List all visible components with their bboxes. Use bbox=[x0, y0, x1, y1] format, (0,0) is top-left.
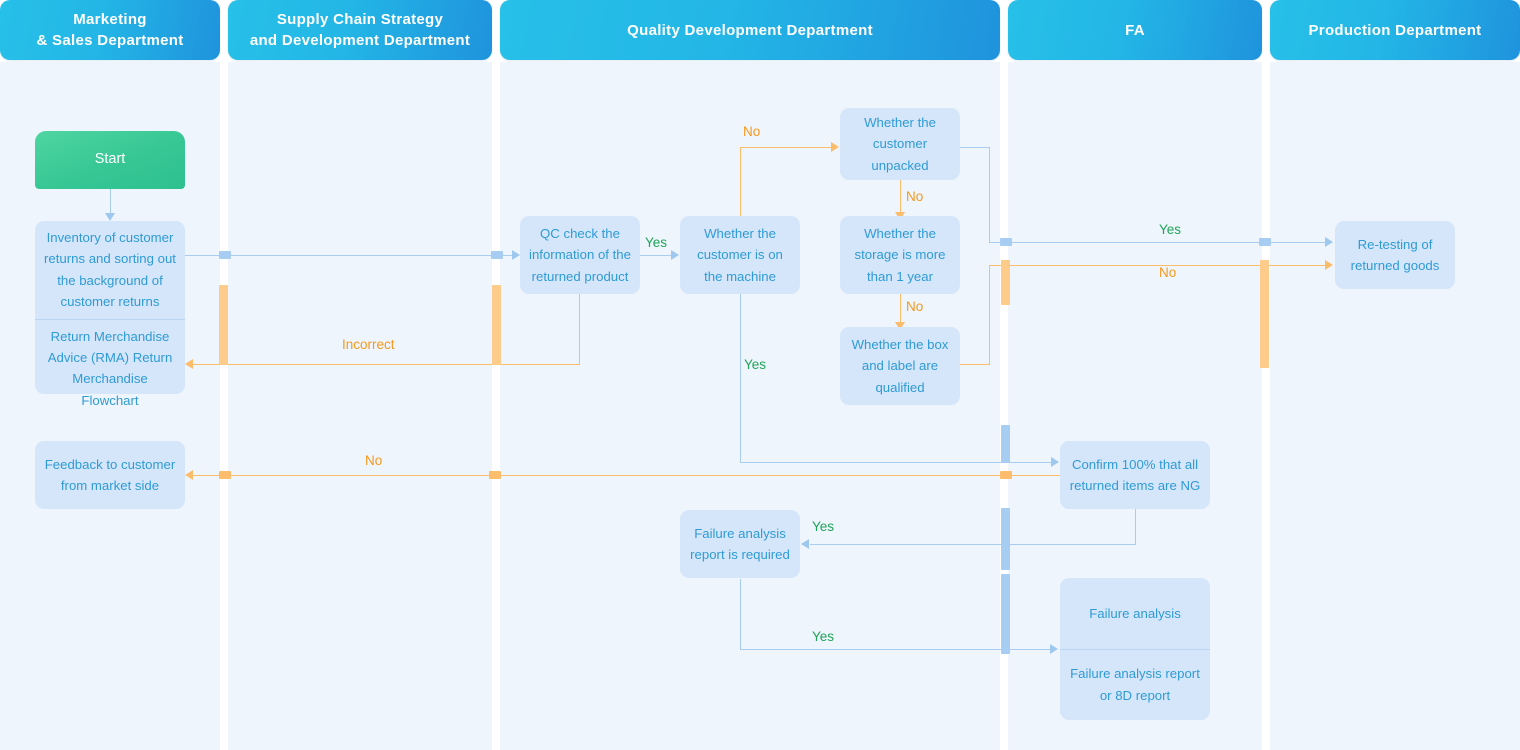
lane-crossing-marker bbox=[219, 471, 231, 479]
edge-label-incorrect: Incorrect bbox=[342, 337, 395, 352]
connector-qc-incorrect-left bbox=[192, 364, 580, 365]
connector-unpacked-yes-right bbox=[959, 147, 990, 148]
lane-header-fa: FA bbox=[1008, 0, 1262, 60]
arrowhead-qc-incorrect bbox=[185, 359, 193, 369]
node-label: Failure analysis report is required bbox=[690, 525, 790, 562]
connector-machine-no-right bbox=[740, 147, 832, 148]
node-failure-analysis-report-required[interactable]: Failure analysis report is required bbox=[680, 510, 800, 578]
node-re-testing-returned-goods[interactable]: Re-testing of returned goods bbox=[1335, 221, 1455, 289]
lane-crossing-marker bbox=[1000, 238, 1012, 246]
arrowhead-machine-no bbox=[831, 142, 839, 152]
lane-header-production: Production Department bbox=[1270, 0, 1520, 60]
connector-start-to-inventory bbox=[110, 188, 111, 214]
connector-machine-no-up bbox=[740, 147, 741, 221]
node-whether-storage-over-1-year[interactable]: Whether the storage is more than 1 year bbox=[840, 216, 960, 294]
edge-label-storage-no: No bbox=[906, 299, 924, 314]
lane-crossing-marker bbox=[1001, 425, 1010, 463]
arrowhead-inventory-to-qc bbox=[512, 250, 520, 260]
lane-crossing-marker bbox=[1260, 260, 1269, 368]
node-inventory-and-rma[interactable]: Inventory of customer returns and sortin… bbox=[35, 221, 185, 408]
connector-unpacked-yes-down bbox=[989, 147, 990, 242]
lane-crossing-marker bbox=[1259, 238, 1271, 246]
connector-machine-yes-right bbox=[740, 462, 1052, 463]
node-label: Whether the storage is more than 1 year bbox=[854, 225, 946, 284]
edge-label-feedback-no: No bbox=[365, 453, 383, 468]
node-label: QC check the information of the returned… bbox=[529, 225, 631, 284]
lane-crossing-marker bbox=[1001, 260, 1010, 305]
lane-title-line1: Production Department bbox=[1308, 21, 1482, 39]
connector-feedback-no bbox=[192, 475, 1060, 476]
lane-crossing-marker bbox=[492, 285, 501, 365]
node-qc-check[interactable]: QC check the information of the returned… bbox=[520, 216, 640, 294]
node-label: Confirm 100% that all returned items are… bbox=[1069, 456, 1201, 493]
lane-title-line1: Marketing bbox=[73, 11, 147, 28]
node-failure-analysis[interactable]: Failure analysis Failure analysis report… bbox=[1060, 578, 1210, 720]
connector-retest-yes bbox=[989, 242, 1329, 243]
connector-boxlabel-right bbox=[959, 364, 990, 365]
connector-retest-no bbox=[989, 265, 1329, 266]
connector-machine-yes-down bbox=[740, 289, 741, 463]
lane-header-supplychain: Supply Chain Strategy and Development De… bbox=[228, 0, 492, 60]
lane-crossing-marker bbox=[1001, 574, 1010, 654]
lane-background-supplychain bbox=[228, 62, 492, 750]
connector-inventory-to-qc bbox=[185, 255, 518, 256]
node-segment-failure-analysis-report: Failure analysis report or 8D report bbox=[1060, 648, 1210, 721]
connector-qc-incorrect-down bbox=[579, 290, 580, 365]
lane-title-line2: and Development Department bbox=[249, 32, 471, 49]
arrowhead-retest-no bbox=[1325, 260, 1333, 270]
lane-title-line1: Quality Development Department bbox=[627, 21, 873, 39]
arrowhead-qc-to-machine bbox=[671, 250, 679, 260]
lane-header-quality: Quality Development Department bbox=[500, 0, 1000, 60]
edge-label-machine-no: No bbox=[743, 124, 761, 139]
node-whether-box-and-label-qualified[interactable]: Whether the box and label are qualified bbox=[840, 327, 960, 405]
edge-label-retest-no: No bbox=[1159, 265, 1177, 280]
connector-boxlabel-up bbox=[989, 265, 990, 365]
connector-fareq-to-failure bbox=[740, 649, 1055, 650]
lane-crossing-marker bbox=[489, 471, 501, 479]
arrowhead-fareq-to-failure bbox=[1050, 644, 1058, 654]
node-segment-rma-flowchart: Return Merchandise Advice (RMA) Return M… bbox=[35, 318, 185, 418]
node-label: Whether the box and label are qualified bbox=[851, 336, 949, 395]
arrowhead-machine-yes bbox=[1051, 457, 1059, 467]
connector-confirm-to-fareq bbox=[810, 544, 1136, 545]
lane-crossing-marker bbox=[1001, 508, 1010, 570]
node-segment-failure-analysis: Failure analysis bbox=[1089, 605, 1181, 621]
connector-qc-to-machine bbox=[640, 255, 672, 256]
arrowhead-storage-to-boxlabel bbox=[895, 322, 905, 330]
lane-background-production bbox=[1270, 62, 1520, 750]
connector-confirm-down bbox=[1135, 505, 1136, 545]
lane-crossing-marker bbox=[219, 251, 231, 259]
connector-fareq-down bbox=[740, 579, 741, 650]
node-label: Re-testing of returned goods bbox=[1350, 236, 1440, 273]
edge-label-unpacked-no: No bbox=[906, 189, 924, 204]
arrowhead-feedback-no bbox=[185, 470, 193, 480]
lane-title-line1: FA bbox=[1125, 21, 1145, 39]
lane-header-marketing: Marketing & Sales Department bbox=[0, 0, 220, 60]
node-segment-inventory: Inventory of customer returns and sortin… bbox=[44, 230, 176, 310]
node-label: Whether the customer unpacked bbox=[864, 114, 936, 173]
node-feedback-to-customer[interactable]: Feedback to customer from market side bbox=[35, 441, 185, 509]
connector-storage-to-boxlabel bbox=[900, 289, 901, 323]
lane-crossing-marker bbox=[491, 251, 503, 259]
arrowhead-confirm-to-fareq bbox=[801, 539, 809, 549]
edge-label-fa-report-yes: Yes bbox=[812, 629, 835, 644]
edge-label-retest-yes: Yes bbox=[1159, 222, 1182, 237]
lane-title-line1: Supply Chain Strategy bbox=[276, 11, 444, 28]
node-confirm-100-percent-ng[interactable]: Confirm 100% that all returned items are… bbox=[1060, 441, 1210, 509]
node-label: Whether the customer is on the machine bbox=[697, 225, 783, 284]
arrowhead-start-to-inventory bbox=[105, 213, 115, 221]
node-start[interactable]: Start bbox=[35, 131, 185, 189]
arrowhead-retest-yes bbox=[1325, 237, 1333, 247]
connector-unpacked-to-storage bbox=[900, 179, 901, 213]
lane-crossing-marker bbox=[1000, 471, 1012, 479]
lane-crossing-marker bbox=[219, 285, 228, 365]
node-whether-customer-unpacked[interactable]: Whether the customer unpacked bbox=[840, 108, 960, 180]
node-label: Feedback to customer from market side bbox=[44, 456, 176, 493]
edge-label-fa-required-yes: Yes bbox=[812, 519, 835, 534]
edge-label-machine-yes: Yes bbox=[744, 357, 767, 372]
edge-label-qc-yes: Yes bbox=[645, 235, 668, 250]
lane-title-line2: & Sales Department bbox=[36, 32, 184, 49]
node-whether-customer-on-machine[interactable]: Whether the customer is on the machine bbox=[680, 216, 800, 294]
node-label: Start bbox=[94, 151, 126, 168]
